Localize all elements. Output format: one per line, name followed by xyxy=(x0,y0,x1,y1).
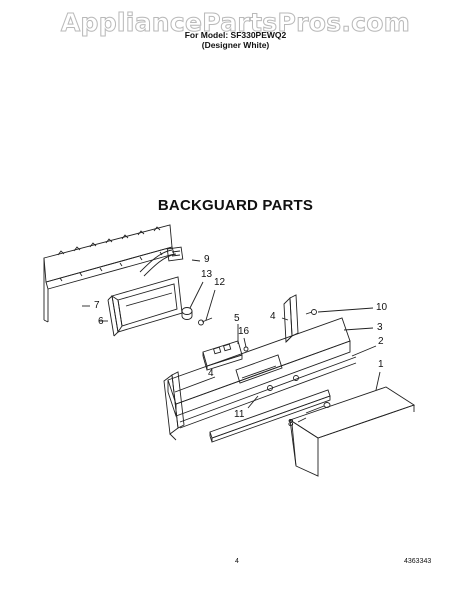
control-bracket-6 xyxy=(107,276,183,337)
callout-8: 8 xyxy=(288,418,294,429)
clip-13 xyxy=(181,307,193,320)
callout-10: 10 xyxy=(376,302,388,313)
trim-rail-11 xyxy=(209,389,331,443)
screw-16 xyxy=(243,346,249,352)
callout-12: 12 xyxy=(214,277,226,288)
watermark: AppliancePartsPros.com xyxy=(60,8,411,38)
screw-10 xyxy=(305,309,317,315)
callout-2: 2 xyxy=(378,336,384,347)
rear-backguard-panel xyxy=(43,224,175,323)
screw-12 xyxy=(198,317,213,326)
callout-16: 16 xyxy=(238,326,250,337)
diagram-title: BACKGUARD PARTS xyxy=(157,197,314,214)
end-cap-right-4 xyxy=(283,294,299,344)
end-cap-left-4 xyxy=(163,371,185,441)
callout-9: 9 xyxy=(204,254,210,265)
callout-13: 13 xyxy=(201,269,213,280)
callout-1: 1 xyxy=(378,359,384,370)
model-line: For Model: SF330PEWQ2 xyxy=(184,30,287,40)
callout-5: 5 xyxy=(234,313,240,324)
model-header: For Model: SF330PEWQ2 (Designer White) xyxy=(0,30,471,50)
wire-harness-9 xyxy=(139,246,184,277)
document-number: 4363343 xyxy=(404,558,432,565)
callout-7: 7 xyxy=(94,300,100,311)
page-number: 4 xyxy=(235,558,239,565)
variant-line: (Designer White) xyxy=(201,40,270,50)
console-panel-3 xyxy=(167,317,351,417)
callout-6: 6 xyxy=(98,316,104,327)
callout-3: 3 xyxy=(377,322,383,333)
leader-lines xyxy=(82,259,381,423)
cover-panel-1 xyxy=(288,386,416,477)
callout-4-left: 4 xyxy=(208,368,214,379)
callout-11: 11 xyxy=(234,409,245,420)
callout-4-right: 4 xyxy=(270,311,276,322)
clock-module-5 xyxy=(202,340,243,371)
overlay-strip-2 xyxy=(179,356,357,429)
